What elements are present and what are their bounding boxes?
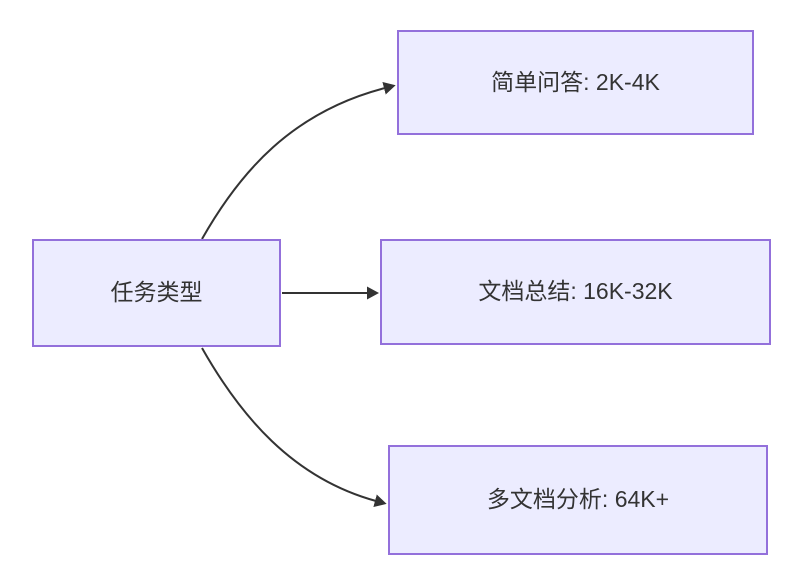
node-task-type: 任务类型	[32, 239, 281, 347]
node-multi-doc: 多文档分析: 64K+	[388, 445, 768, 555]
node-simple-qa: 简单问答: 2K-4K	[397, 30, 754, 135]
edge-task-type-to-simple-qa	[201, 81, 396, 240]
edge-task-type-to-multi-doc	[201, 347, 387, 508]
node-simple-qa-label: 简单问答: 2K-4K	[491, 68, 660, 95]
node-multi-doc-label: 多文档分析: 64K+	[486, 486, 670, 513]
node-task-type-label: 任务类型	[110, 279, 203, 306]
node-doc-summary-label: 文档总结: 16K-32K	[478, 278, 673, 305]
node-doc-summary: 文档总结: 16K-32K	[380, 239, 771, 345]
